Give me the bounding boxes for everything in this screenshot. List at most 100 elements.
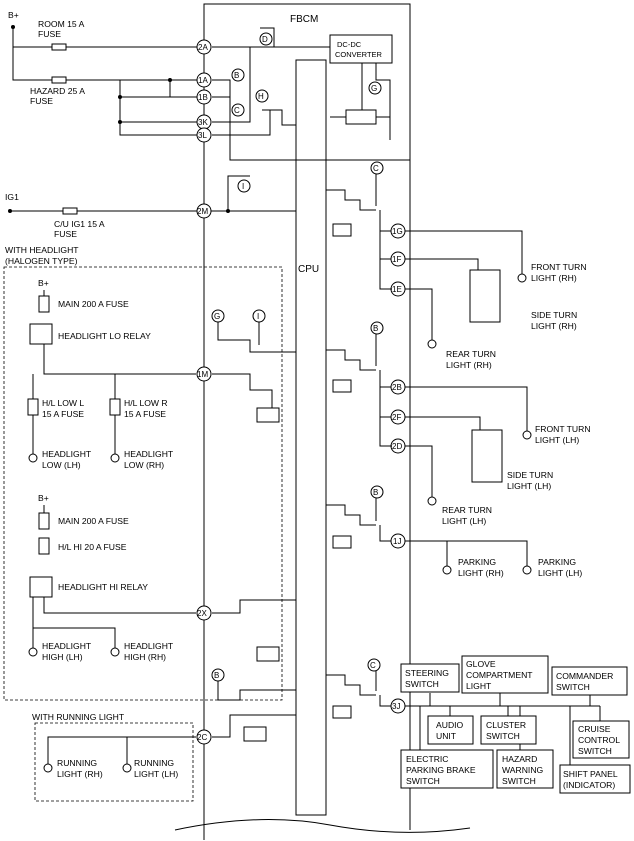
room-fuse-label: ROOM 15 A bbox=[38, 19, 85, 29]
svg-text:2A: 2A bbox=[198, 43, 208, 52]
svg-text:HIGH (RH): HIGH (RH) bbox=[124, 652, 166, 662]
dc-dc-converter: DC-DC CONVERTER bbox=[229, 34, 410, 161]
main-fuse-1-label: MAIN 200 A FUSE bbox=[58, 299, 129, 309]
svg-text:HEADLIGHT: HEADLIGHT bbox=[42, 641, 92, 651]
cpu-block: CPU bbox=[295, 59, 327, 816]
svg-text:COMMANDER: COMMANDER bbox=[556, 671, 613, 681]
lo-relay-label: HEADLIGHT LO RELAY bbox=[58, 331, 151, 341]
svg-text:ELECTRIC: ELECTRIC bbox=[406, 754, 449, 764]
bplus-label: B+ bbox=[8, 10, 19, 20]
svg-text:1G: 1G bbox=[392, 227, 403, 236]
svg-text:CONTROL: CONTROL bbox=[578, 735, 620, 745]
svg-text:LIGHT (LH): LIGHT (LH) bbox=[538, 568, 582, 578]
svg-text:FUSE: FUSE bbox=[54, 229, 77, 239]
svg-text:RUNNING: RUNNING bbox=[134, 758, 174, 768]
svg-text:REAR TURN: REAR TURN bbox=[446, 349, 496, 359]
hazard-fuse-symbol bbox=[51, 76, 67, 84]
svg-text:C: C bbox=[234, 106, 240, 115]
svg-text:HAZARD: HAZARD bbox=[502, 754, 537, 764]
svg-text:LIGHT (RH): LIGHT (RH) bbox=[531, 321, 577, 331]
svg-text:SWITCH: SWITCH bbox=[556, 682, 590, 692]
svg-text:H/L LOW L: H/L LOW L bbox=[42, 398, 84, 408]
svg-text:3L: 3L bbox=[198, 131, 207, 140]
svg-text:HIGH (LH): HIGH (LH) bbox=[42, 652, 83, 662]
turn-lights: FRONT TURN LIGHT (RH) SIDE TURN LIGHT (R… bbox=[405, 230, 591, 526]
svg-text:1F: 1F bbox=[392, 255, 401, 264]
svg-text:REAR TURN: REAR TURN bbox=[442, 505, 492, 515]
svg-text:HEADLIGHT: HEADLIGHT bbox=[124, 641, 174, 651]
svg-text:UNIT: UNIT bbox=[436, 731, 457, 741]
svg-text:B: B bbox=[234, 71, 239, 80]
main-fuse-2-label: MAIN 200 A FUSE bbox=[58, 516, 129, 526]
svg-text:SWITCH: SWITCH bbox=[486, 731, 520, 741]
svg-text:(HALOGEN TYPE): (HALOGEN TYPE) bbox=[5, 256, 78, 266]
svg-text:I: I bbox=[242, 182, 244, 191]
break-line bbox=[174, 819, 471, 833]
svg-text:FRONT TURN: FRONT TURN bbox=[531, 262, 587, 272]
svg-text:B: B bbox=[214, 671, 219, 680]
svg-text:15 A FUSE: 15 A FUSE bbox=[42, 409, 84, 419]
svg-text:FUSE: FUSE bbox=[38, 29, 61, 39]
headlight-title: WITH HEADLIGHT bbox=[5, 245, 79, 255]
svg-text:D: D bbox=[262, 35, 268, 44]
svg-text:B+: B+ bbox=[38, 278, 49, 288]
svg-text:WARNING: WARNING bbox=[502, 765, 544, 775]
cu-fuse-symbol bbox=[62, 207, 78, 215]
svg-text:1E: 1E bbox=[392, 285, 402, 294]
svg-text:LIGHT: LIGHT bbox=[466, 681, 492, 691]
svg-text:2C: 2C bbox=[197, 733, 207, 742]
svg-text:3K: 3K bbox=[198, 118, 208, 127]
svg-text:CRUISE: CRUISE bbox=[578, 724, 611, 734]
right-pins: 1G 1F 1E 2B 2F 2D 1J 3J bbox=[390, 223, 406, 714]
running-title: WITH RUNNING LIGHT bbox=[32, 712, 125, 722]
svg-text:PARKING BRAKE: PARKING BRAKE bbox=[406, 765, 476, 775]
svg-text:SWITCH: SWITCH bbox=[406, 776, 440, 786]
svg-text:C: C bbox=[373, 164, 379, 173]
svg-text:LOW (RH): LOW (RH) bbox=[124, 460, 164, 470]
svg-text:C: C bbox=[370, 661, 376, 670]
svg-text:1M: 1M bbox=[197, 370, 208, 379]
svg-text:GLOVE: GLOVE bbox=[466, 659, 496, 669]
headlight-section: WITH HEADLIGHT (HALOGEN TYPE) B+ MAIN 20… bbox=[3, 245, 283, 701]
svg-text:H/L LOW R: H/L LOW R bbox=[124, 398, 168, 408]
svg-text:HEADLIGHT: HEADLIGHT bbox=[42, 449, 92, 459]
connector-markers: D B C H G I G I B B C B C bbox=[211, 32, 384, 682]
parking-lights: PARKING LIGHT (RH) PARKING LIGHT (LH) bbox=[405, 540, 582, 578]
svg-text:CLUSTER: CLUSTER bbox=[486, 720, 526, 730]
svg-text:G: G bbox=[214, 312, 220, 321]
svg-text:PARKING: PARKING bbox=[538, 557, 576, 567]
svg-text:SIDE TURN: SIDE TURN bbox=[507, 470, 553, 480]
left-pins: 2A 1A 1B 3K 3L 2M 1M 2X 2C bbox=[196, 39, 212, 745]
svg-text:AUDIO: AUDIO bbox=[436, 720, 464, 730]
svg-text:H: H bbox=[258, 92, 264, 101]
room-fuse-symbol bbox=[51, 43, 67, 51]
running-light-section: WITH RUNNING LIGHT RUNNING LIGHT (RH) RU… bbox=[32, 712, 196, 802]
svg-text:B: B bbox=[373, 324, 378, 333]
svg-text:FUSE: FUSE bbox=[30, 96, 53, 106]
svg-text:SWITCH: SWITCH bbox=[405, 679, 439, 689]
svg-text:SWITCH: SWITCH bbox=[578, 746, 612, 756]
svg-text:3J: 3J bbox=[392, 702, 400, 711]
cpu-label: CPU bbox=[298, 264, 319, 275]
fbcm-module: FBCM bbox=[203, 3, 411, 840]
svg-text:LIGHT (RH): LIGHT (RH) bbox=[57, 769, 103, 779]
power-feeds: B+ ROOM 15 A FUSE HAZARD 25 A FUSE IG1 C… bbox=[5, 10, 296, 239]
svg-text:RUNNING: RUNNING bbox=[57, 758, 97, 768]
svg-text:2M: 2M bbox=[197, 207, 208, 216]
svg-text:SHIFT PANEL: SHIFT PANEL bbox=[563, 769, 618, 779]
svg-text:LIGHT (LH): LIGHT (LH) bbox=[442, 516, 486, 526]
fbcm-label: FBCM bbox=[290, 14, 318, 25]
svg-text:1A: 1A bbox=[198, 76, 208, 85]
svg-text:HEADLIGHT: HEADLIGHT bbox=[124, 449, 174, 459]
svg-text:SWITCH: SWITCH bbox=[502, 776, 536, 786]
svg-text:I: I bbox=[257, 312, 259, 321]
svg-text:COMPARTMENT: COMPARTMENT bbox=[466, 670, 533, 680]
hazard-fuse-label: HAZARD 25 A bbox=[30, 86, 85, 96]
svg-text:FRONT TURN: FRONT TURN bbox=[535, 424, 591, 434]
svg-text:LIGHT (LH): LIGHT (LH) bbox=[535, 435, 579, 445]
hi-relay-label: HEADLIGHT HI RELAY bbox=[58, 582, 148, 592]
svg-text:STEERING: STEERING bbox=[405, 668, 449, 678]
svg-text:LOW (LH): LOW (LH) bbox=[42, 460, 81, 470]
svg-text:CONVERTER: CONVERTER bbox=[335, 50, 383, 59]
